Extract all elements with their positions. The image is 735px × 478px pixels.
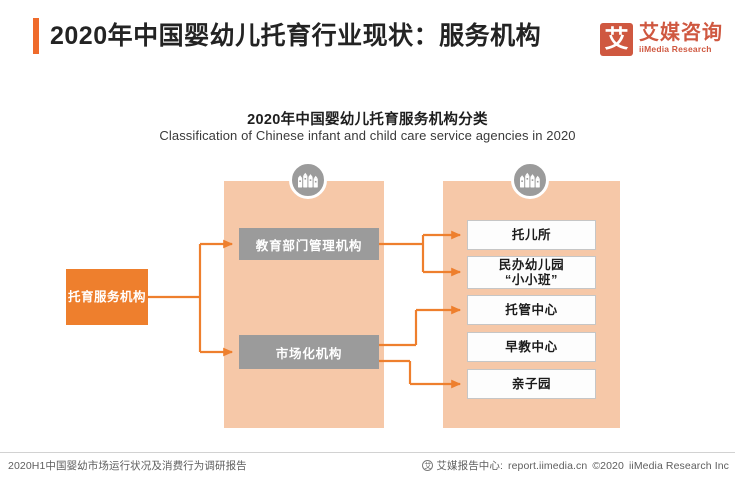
institution-icon (289, 161, 327, 199)
page-title: 2020年中国婴幼儿托育行业现状：服务机构 (50, 22, 542, 50)
footer-company: iiMedia Research Inc (628, 459, 729, 472)
title-accent-bar (33, 18, 39, 54)
institution-icon-glyph (520, 172, 540, 188)
diagram-node-root[interactable]: 托育服务机构 (66, 269, 148, 325)
diagram-node-label: 亲子园 (511, 376, 552, 391)
footer-report-center-label: 艾媒报告中心: (436, 460, 504, 472)
diagram-node-nursery[interactable]: 托儿所 (467, 220, 596, 250)
iimedia-logo: 艾 艾媒咨询 iiMedia Research (600, 18, 723, 60)
diagram-node-label-wrapper: 民办幼儿园 “小小班” (499, 258, 565, 288)
footer-copyright: ©2020 (592, 459, 624, 472)
footer-report-name: 2020H1中国婴幼市场运行状况及消费行为调研报告 (8, 460, 247, 472)
diagram-node-early-education-center[interactable]: 早教中心 (467, 332, 596, 362)
chart-title-en: Classification of Chinese infant and chi… (159, 128, 576, 143)
diagram-node-label: 托管中心 (505, 302, 558, 317)
iimedia-badge-icon: 艾 (422, 460, 434, 471)
footer-divider (0, 452, 735, 453)
diagram-node-custody-center[interactable]: 托管中心 (467, 295, 596, 325)
diagram-panel-level1 (224, 181, 384, 428)
diagram-node-education-authority[interactable]: 教育部门管理机构 (239, 228, 379, 260)
diagram-node-label: 早教中心 (505, 339, 558, 354)
diagram-node-private-kindergarten[interactable]: 民办幼儿园 “小小班” (467, 256, 596, 289)
footer-url[interactable]: report.iimedia.cn (508, 459, 588, 472)
diagram-node-label: 市场化机构 (275, 346, 343, 361)
logo-name-cn: 艾媒咨询 (639, 22, 723, 44)
chart-title-cn: 2020年中国婴幼儿托育服务机构分类 (247, 112, 488, 128)
diagram-node-label-line1: 民办幼儿园 (498, 257, 565, 272)
logo-name-en: iiMedia Research (639, 44, 712, 54)
footer-source: 艾 艾媒报告中心: report.iimedia.cn ©2020 iiMedi… (422, 458, 729, 473)
slide-header: 2020年中国婴幼儿托育行业现状：服务机构 艾 艾媒咨询 iiMedia Res… (0, 0, 735, 78)
logo-mark-icon: 艾 (600, 22, 633, 56)
diagram-node-label: 教育部门管理机构 (255, 238, 363, 253)
diagram-node-market-based[interactable]: 市场化机构 (239, 335, 379, 369)
logo-text: 艾媒咨询 iiMedia Research (639, 23, 723, 55)
diagram-node-label: 托儿所 (511, 227, 552, 242)
logo-mark-glyph: 艾 (604, 25, 629, 53)
institution-icon (511, 161, 549, 199)
diagram-node-parent-child-garden[interactable]: 亲子园 (467, 369, 596, 399)
diagram-node-label-line2: “小小班” (504, 272, 558, 287)
institution-icon-glyph (298, 172, 318, 188)
diagram-node-root-label: 托育服务机构 (67, 289, 146, 304)
